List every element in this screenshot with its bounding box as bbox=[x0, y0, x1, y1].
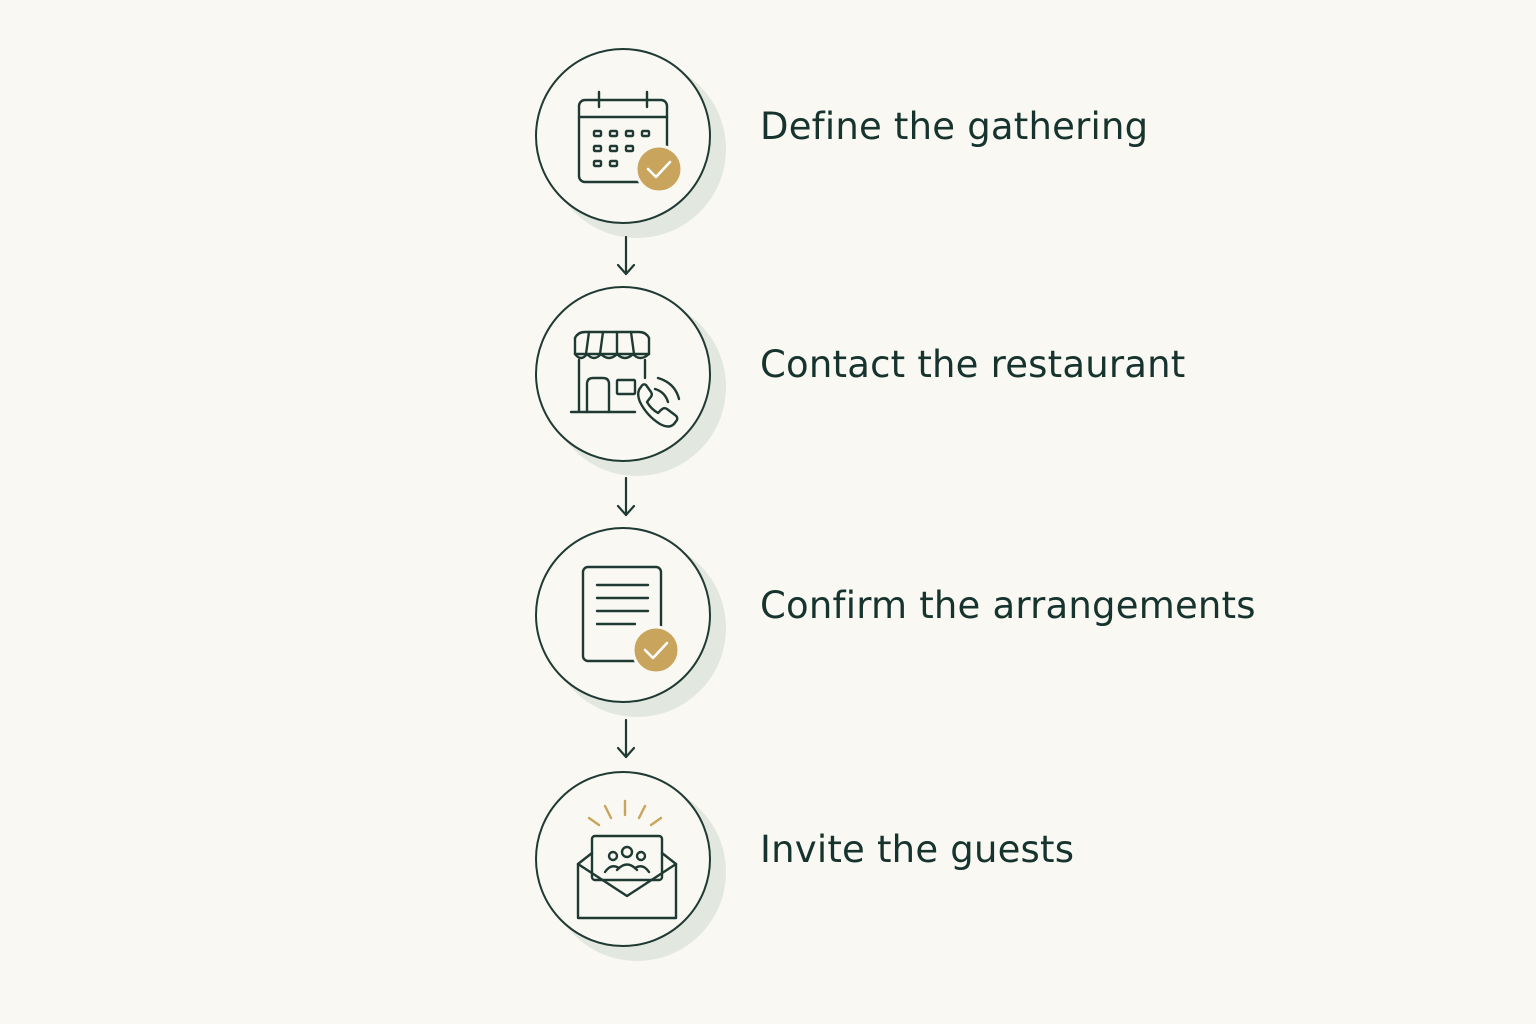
step-label: Invite the guests bbox=[760, 828, 1075, 871]
down-arrow-icon bbox=[614, 234, 638, 278]
calendar-check-icon bbox=[577, 90, 684, 194]
step-circle bbox=[535, 48, 711, 224]
down-arrow-icon bbox=[614, 717, 638, 761]
envelope-invitation-icon bbox=[576, 799, 678, 920]
step-circle bbox=[535, 771, 711, 947]
step-circle bbox=[535, 527, 711, 703]
step-circle bbox=[535, 286, 711, 462]
document-check-icon bbox=[581, 565, 681, 675]
step-label: Define the gathering bbox=[760, 105, 1149, 148]
step-contact-restaurant: Contact the restaurant bbox=[0, 284, 1536, 476]
step-confirm-arrangements: Confirm the arrangements bbox=[0, 525, 1536, 717]
step-invite-guests: Invite the guests bbox=[0, 769, 1536, 961]
step-label: Contact the restaurant bbox=[760, 343, 1186, 386]
down-arrow-icon bbox=[614, 475, 638, 519]
step-define-gathering: Define the gathering bbox=[0, 46, 1536, 238]
storefront-phone-icon bbox=[569, 330, 681, 428]
step-label: Confirm the arrangements bbox=[760, 584, 1256, 627]
